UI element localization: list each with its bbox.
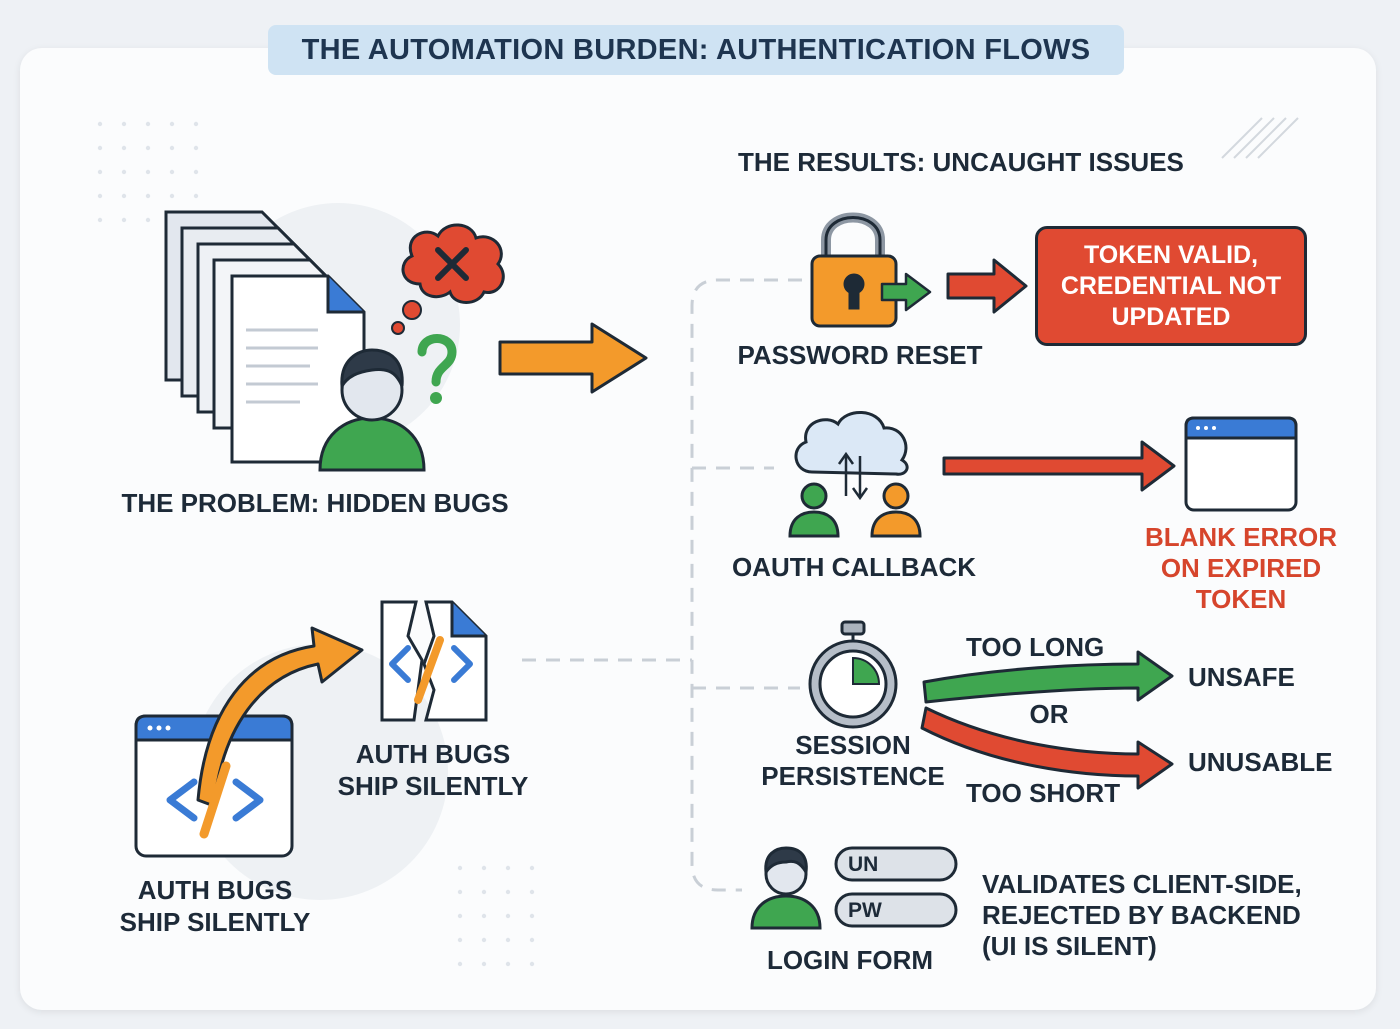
browser-window-icon [1184,416,1298,512]
session-label-line-2: PERSISTENCE [761,761,945,791]
padlock-icon [810,212,898,328]
ship-curved-arrow [196,626,364,808]
ship-upper-line-2: SHIP SILENTLY [337,771,529,801]
too-long-arrow [922,650,1174,704]
unsafe-label: UNSAFE [1188,662,1295,692]
users-icon [788,482,922,538]
code-window-slash [199,761,231,839]
too-short-label: TOO SHORT [966,778,1121,808]
documents-icon [164,210,366,464]
dashed-connectors [522,278,802,892]
session-label-line-1: SESSION [795,730,911,760]
stopwatch-icon [808,620,898,729]
password-reset-label: PASSWORD RESET [737,340,983,370]
username-field[interactable] [834,846,958,882]
token-valid-result-box: TOKEN VALID, CREDENTIAL NOT UPDATED [1035,226,1307,346]
problem-label: THE PROBLEM: HIDDEN BUGS [121,488,509,518]
password-field-label: PW [848,899,882,922]
error-cloud-icon [401,223,505,304]
too-long-label: TOO LONG [966,632,1105,662]
results-heading: THE RESULTS: UNCAUGHT ISSUES [738,147,1184,177]
padlock-green-arrow [880,272,932,312]
blank-error-line-2: ON EXPIRED [1160,553,1322,583]
decor-dots-bottom [452,850,548,982]
password-field[interactable] [834,892,958,928]
login-result-line-3: (UI IS SILENT) [982,931,1157,961]
oauth-callback-label: OAUTH CALLBACK [731,552,977,582]
token-result-line-1: TOKEN VALID, [1083,240,1259,269]
ship-lower-line-1: AUTH BUGS [137,875,293,905]
login-result-text: VALIDATES CLIENT-SIDE, REJECTED BY BACKE… [982,869,1302,962]
blank-error-line-1: BLANK ERROR [1144,522,1338,552]
ship-silently-lower-label: AUTH BUGS SHIP SILENTLY [100,874,330,938]
blank-error-line-3: TOKEN [1195,584,1287,614]
too-short-arrow [920,706,1174,790]
problem-to-results-arrow [498,322,648,394]
login-person-icon [750,846,822,930]
or-label: OR [1029,699,1069,729]
login-result-line-1: VALIDATES CLIENT-SIDE, [982,869,1302,899]
session-persistence-label: SESSION PERSISTENCE [742,730,964,792]
unusable-label: UNUSABLE [1188,747,1333,777]
token-result-line-2: CREDENTIAL NOT [1060,271,1282,300]
broken-code-file-icon [380,600,488,722]
username-field-label: UN [848,853,879,876]
ship-lower-line-2: SHIP SILENTLY [119,907,311,937]
thought-bubble-medium [402,300,422,320]
person-icon [318,348,426,472]
decor-hatch [1221,117,1299,159]
password-reset-arrow [946,258,1028,314]
oauth-arrow [942,440,1176,492]
ship-upper-line-1: AUTH BUGS [355,739,511,769]
login-form-label: LOGIN FORM [766,945,934,975]
page-title: THE AUTOMATION BURDEN: AUTHENTICATION FL… [268,25,1124,75]
token-result-line-3: UPDATED [1111,302,1231,331]
blank-error-result: BLANK ERROR ON EXPIRED TOKEN [1130,522,1352,615]
cloud-sync-icon [794,411,909,501]
ship-silently-upper-label: AUTH BUGS SHIP SILENTLY [318,738,548,802]
login-result-line-2: REJECTED BY BACKEND [982,900,1301,930]
question-mark-icon [417,334,457,404]
thought-bubble-small [391,321,405,335]
